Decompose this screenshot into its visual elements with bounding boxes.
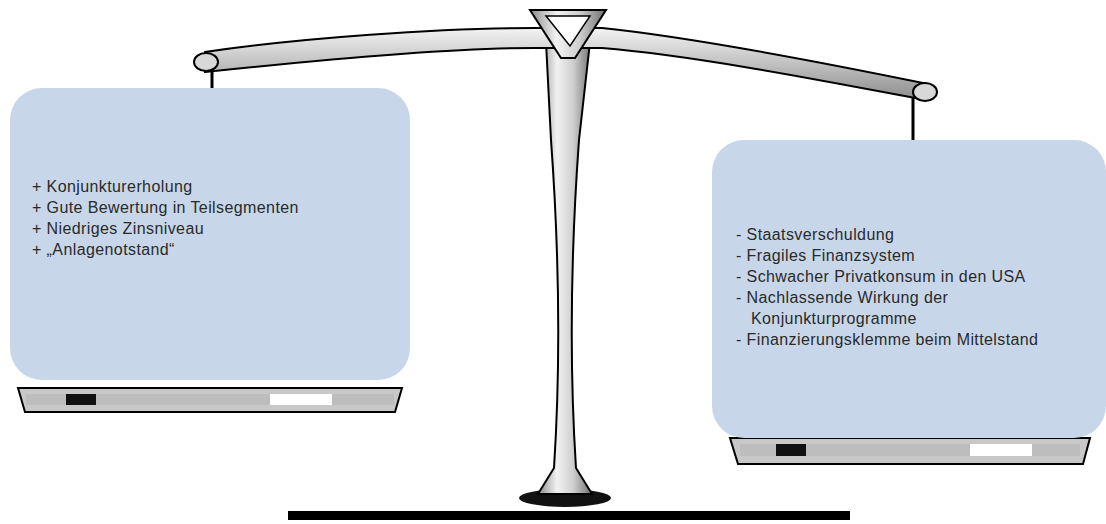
- contra-argument: - Staatsverschuldung: [736, 224, 1056, 245]
- left-pan-band: [26, 394, 394, 405]
- right-pan-shadow: [776, 444, 806, 456]
- left-pan-shadow: [66, 394, 96, 405]
- scale-base-bar: [288, 511, 850, 520]
- contra-box: - Staatsverschuldung- Fragiles Finanzsys…: [712, 140, 1106, 438]
- contra-argument: - Fragiles Finanzsystem: [736, 245, 1056, 266]
- beam-end-left: [194, 53, 218, 71]
- contra-argument: - Finanzierungsklemme beim Mittelstand: [736, 329, 1056, 350]
- contra-argument: - Nachlassende Wirkung der Konjunkturpro…: [736, 287, 1056, 329]
- pro-argument: + „Anlagenotstand“: [32, 239, 402, 260]
- scale-post: [538, 42, 592, 494]
- right-pan-highlight: [970, 444, 1032, 456]
- left-pan-highlight: [270, 394, 332, 405]
- beam-end-right: [913, 83, 937, 101]
- contra-argument: - Schwacher Privatkonsum in den USA: [736, 266, 1056, 287]
- pro-argument: + Gute Bewertung in Teilsegmenten: [32, 197, 402, 218]
- right-pan-band: [740, 444, 1080, 456]
- pro-argument: + Konjunkturerholung: [32, 176, 402, 197]
- left-pan: [18, 388, 402, 412]
- right-hanger: [912, 98, 915, 142]
- pro-box: + Konjunkturerholung+ Gute Bewertung in …: [10, 88, 410, 380]
- right-pan: [730, 438, 1090, 464]
- pivot-inner: [546, 16, 590, 46]
- scale-pivot: [530, 10, 606, 58]
- pro-argument: + Niedriges Zinsniveau: [32, 218, 402, 239]
